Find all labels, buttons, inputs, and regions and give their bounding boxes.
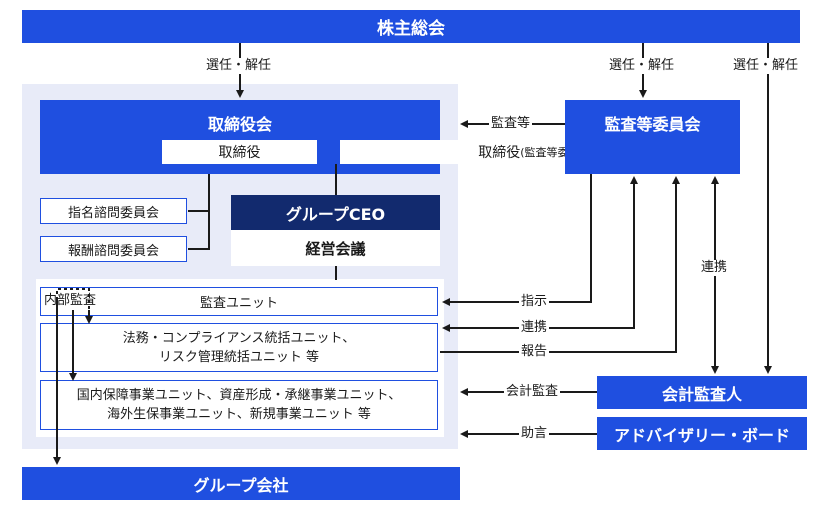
business-units-box: 国内保障事業ユニット、資産形成・承継事業ユニット、 海外生保事業ユニット、新規事… — [40, 380, 438, 430]
audit-unit-box: 監査ユニット — [40, 287, 438, 316]
label-elect-dismiss-3: 選任・解任 — [731, 58, 801, 74]
label-advice: 助言 — [519, 426, 550, 442]
legal-unit-line1: 法務・コンプライアンス統括ユニット、 — [122, 330, 356, 346]
accounting-auditor-label: 会計監査人 — [661, 384, 742, 404]
accounting-auditor-box: 会計監査人 — [597, 376, 807, 409]
nomination-committee-label: 指名諮問委員会 — [67, 205, 159, 221]
business-units-line2: 海外生保事業ユニット、新規事業ユニット 等 — [107, 407, 371, 422]
audit-committee-box: 監査等委員会 — [565, 100, 740, 174]
legal-unit-line2: リスク管理統括ユニット 等 — [158, 349, 320, 365]
advisory-board-box: アドバイザリー・ボード — [597, 417, 807, 450]
group-companies-box: グループ会社 — [22, 467, 460, 500]
shareholders-meeting-box: 株主総会 — [22, 10, 800, 43]
audit-committee-label: 監査等委員会 — [604, 115, 701, 134]
label-report: 報告 — [519, 344, 550, 360]
business-units-line1: 国内保障事業ユニット、資産形成・承継事業ユニット、 — [76, 388, 402, 403]
legal-compliance-unit-box: 法務・コンプライアンス統括ユニット、 リスク管理統括ユニット 等 — [40, 323, 438, 372]
label-coordination-right: 連携 — [699, 260, 730, 276]
label-audit-etc: 監査等 — [489, 116, 533, 132]
group-ceo-label: グループCEO — [285, 204, 386, 224]
label-accounting-audit: 会計監査 — [504, 384, 561, 400]
group-companies-label: グループ会社 — [193, 475, 289, 495]
management-meeting-box: 経営会議 — [231, 230, 440, 266]
directors-label: 取締役 — [218, 145, 261, 161]
dashed-internal-audit-loop — [56, 288, 90, 310]
label-elect-dismiss-2: 選任・解任 — [607, 58, 677, 74]
label-coordination: 連携 — [519, 320, 550, 336]
remuneration-committee-box: 報酬諮問委員会 — [40, 236, 187, 262]
shareholders-meeting-label: 株主総会 — [377, 19, 445, 39]
board-title: 取締役会 — [207, 115, 272, 134]
audit-unit-label: 監査ユニット — [199, 296, 278, 311]
group-ceo-box: グループCEO — [231, 195, 440, 230]
management-meeting-label: 経営会議 — [305, 239, 366, 258]
advisory-board-label: アドバイザリー・ボード — [613, 425, 790, 445]
arrow-report — [440, 176, 680, 353]
audit-directors-label: 取締役 — [478, 145, 521, 161]
directors-box: 取締役 — [162, 140, 317, 164]
label-elect-dismiss-1: 選任・解任 — [204, 58, 274, 74]
arrow-instruction — [442, 174, 592, 306]
nomination-committee-box: 指名諮問委員会 — [40, 198, 187, 224]
line-directors-committees — [188, 174, 210, 250]
label-instruction: 指示 — [519, 294, 550, 310]
remuneration-committee-label: 報酬諮問委員会 — [67, 243, 159, 259]
arrow-coordination-legal — [444, 176, 638, 329]
